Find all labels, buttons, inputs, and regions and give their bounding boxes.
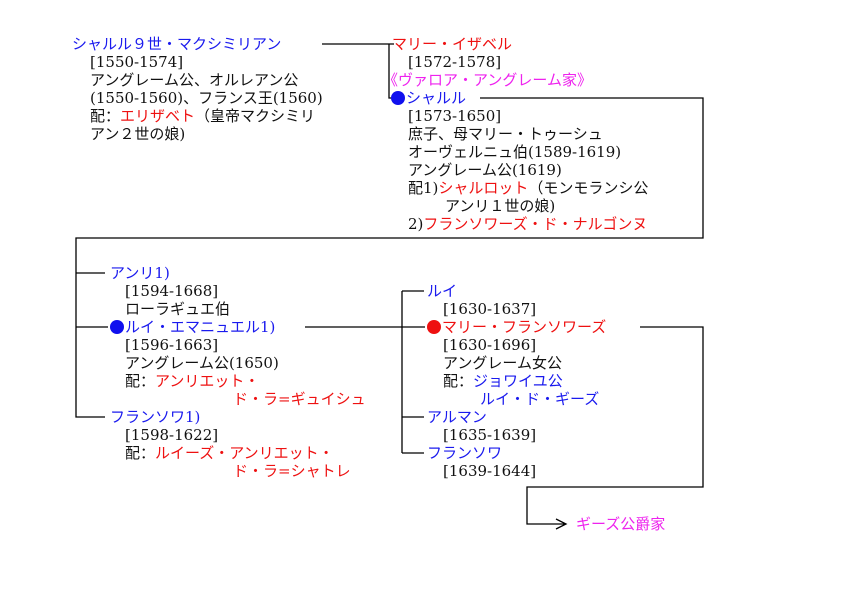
louis-dates: [1630-1637] — [443, 300, 537, 318]
line-louis-emmanuel-children — [305, 290, 425, 454]
charles-spouse1-line: 配1)シャルロット（モンモランシ公 — [408, 179, 648, 197]
spouse-prefix: 配1) — [408, 179, 439, 197]
henri-dates: [1594-1668] — [125, 282, 219, 300]
francois1-spouse-line: 配：ルイーズ・アンリエット・ — [125, 444, 334, 462]
henri-title: ローラギュエ伯 — [125, 300, 231, 318]
heir-dot-icon — [110, 320, 124, 334]
charles-name: シャルル — [406, 89, 467, 107]
francois1-dates: [1598-1622] — [125, 426, 219, 444]
charles-spouse1-note2: アンリ１世の娘) — [445, 197, 556, 215]
heir-dot-icon — [427, 320, 441, 334]
charles-title2: アングレーム公(1619) — [408, 161, 562, 179]
charles9-title: アングレーム公、オルレアン公 — [90, 71, 299, 89]
spouse-prefix: 2) — [408, 215, 424, 233]
francois2-dates: [1639-1644] — [443, 462, 537, 480]
charles-spouse2: フランソワーズ・ド・ナルゴンヌ — [423, 215, 648, 233]
marie-francoise-spouse2: ルイ・ド・ギーズ — [480, 390, 600, 408]
marie-francoise-name-line: マリー・フランソワーズ — [427, 318, 606, 336]
francois1-spouse: ルイーズ・アンリエット・ — [155, 444, 334, 462]
charles-dates: [1573-1650] — [408, 107, 502, 125]
francois1-spouse2: ド・ラ=シャトレ — [233, 462, 351, 480]
marie-francoise-name: マリー・フランソワーズ — [442, 318, 607, 336]
spouse-note: （皇帝マクシミリ — [195, 107, 316, 125]
francois1-name: フランソワ1) — [110, 408, 201, 426]
spouse-prefix: 配： — [125, 372, 156, 390]
armand-dates: [1635-1639] — [443, 426, 537, 444]
charles9-spouse-line: 配：エリザベト（皇帝マクシミリ — [90, 107, 315, 125]
louis-emmanuel-name: ルイ・エマニュエル1) — [125, 318, 276, 336]
charles9-spouse: エリザベト — [120, 107, 196, 125]
charles-spouse1: シャルロット — [438, 179, 529, 197]
guise-house-link: ギーズ公爵家 — [576, 515, 666, 533]
heir-dot-icon — [391, 91, 405, 105]
louis-emmanuel-spouse: アンリエット・ — [155, 372, 260, 390]
charles-spouse2-line: 2)フランソワーズ・ド・ナルゴンヌ — [408, 215, 647, 233]
marie-francoise-spouse-line: 配：ジョワイユ公 — [443, 372, 563, 390]
charles-note: 庶子、母マリー・トゥーシュ — [408, 125, 603, 143]
charles-name-line: シャルル — [391, 89, 466, 107]
louis-emmanuel-spouse-line: 配：アンリエット・ — [125, 372, 259, 390]
spouse-note: （モンモランシ公 — [528, 179, 649, 197]
louis-name: ルイ — [427, 282, 458, 300]
armand-name: アルマン — [427, 408, 487, 426]
marie-francoise-title: アングレーム女公 — [443, 354, 562, 372]
spouse-prefix: 配： — [125, 444, 156, 462]
line-to-guise — [526, 326, 704, 530]
francois2-name: フランソワ — [427, 444, 503, 462]
spouse-prefix: 配： — [443, 372, 474, 390]
marie-francoise-spouse: ジョワイユ公 — [473, 372, 563, 390]
marie-francoise-dates: [1630-1696] — [443, 336, 537, 354]
henri-name: アンリ1) — [110, 264, 170, 282]
charles9-title2: (1550-1560)、フランス王(1560) — [90, 89, 323, 107]
marie-isabelle-dates: [1572-1578] — [408, 53, 502, 71]
charles9-spouse-note2: アン２世の娘) — [90, 125, 186, 143]
spouse-prefix: 配： — [90, 107, 121, 125]
louis-emmanuel-name-line: ルイ・エマニュエル1) — [110, 318, 275, 336]
charles9-name: シャルル９世・マクシミリアン — [72, 35, 282, 53]
louis-emmanuel-dates: [1596-1663] — [125, 336, 219, 354]
house-title: 《ヴァロア・アングレーム家》 — [383, 71, 592, 89]
louis-emmanuel-title: アングレーム公(1650) — [125, 354, 279, 372]
charles-title: オーヴェルニュ伯(1589-1619) — [408, 143, 622, 161]
line-charles-children — [75, 97, 704, 418]
marie-isabelle-name: マリー・イザベル — [392, 35, 513, 53]
louis-emmanuel-spouse2: ド・ラ=ギュイシュ — [233, 390, 366, 408]
charles9-dates: [1550-1574] — [90, 53, 184, 71]
